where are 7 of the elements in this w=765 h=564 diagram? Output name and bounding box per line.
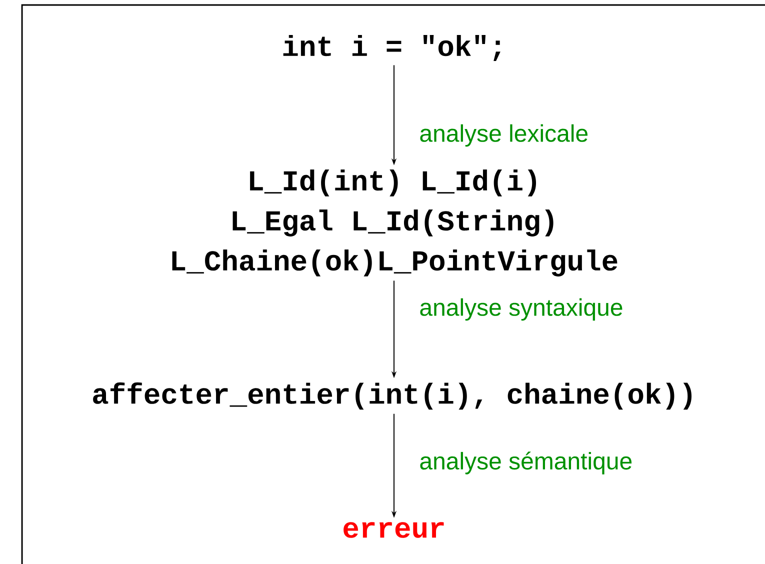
code-text: erreur (344, 522, 444, 538)
edge-label: analyse sémantique (420, 452, 632, 474)
code-text: affecter_entier(int(i), chaine(ok)) (93, 382, 692, 410)
edge-label: analyse lexicale (420, 124, 588, 147)
edge-label: analyse syntaxique (420, 298, 622, 321)
code-text: L_Id(int) L_Id(i) L_Egal L_Id(String) L_Chaine(ok)L_PointVirgule (172, 170, 618, 276)
code-text: int i = "ok"; (283, 35, 500, 61)
